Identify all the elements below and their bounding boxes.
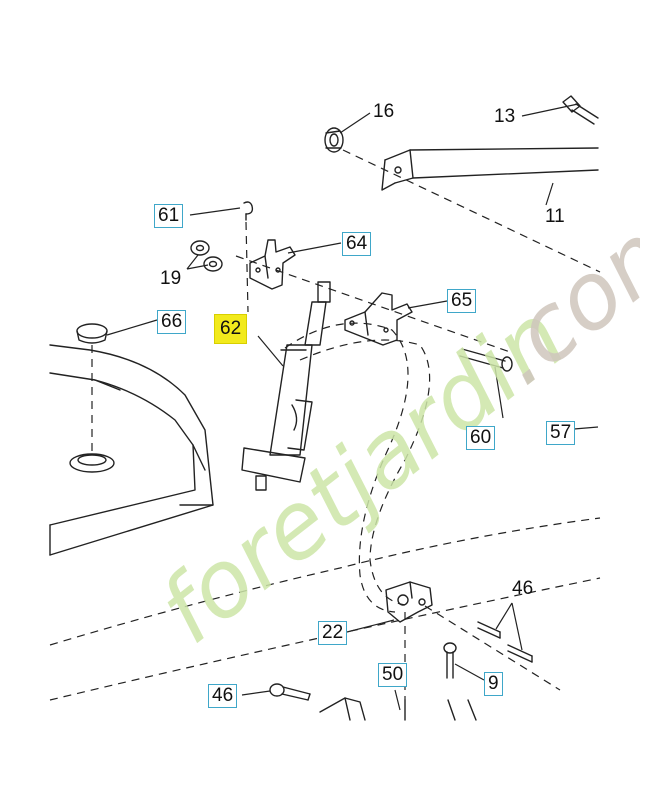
bolt-9: [443, 642, 457, 679]
label-61[interactable]: 61: [154, 204, 184, 228]
nuts-19: [190, 240, 223, 272]
label-57[interactable]: 57: [546, 421, 576, 445]
plug-66: [76, 323, 108, 344]
label-46-right: 46: [512, 578, 534, 599]
bolt-46-left: [269, 683, 311, 701]
label-65[interactable]: 65: [447, 289, 477, 313]
bolt-16: [324, 127, 344, 153]
arm-11: [381, 147, 599, 191]
label-13: 13: [494, 106, 516, 127]
bracket-65: [344, 292, 413, 346]
clamp-22: [385, 581, 433, 623]
bracket-64: [249, 239, 296, 290]
label-46-left[interactable]: 46: [208, 684, 238, 708]
bracket-bottom: [319, 697, 477, 721]
label-62-highlighted[interactable]: 62: [214, 314, 248, 344]
label-64[interactable]: 64: [342, 232, 372, 256]
actuator-62: [241, 281, 331, 491]
label-19: 19: [160, 268, 182, 289]
dashed-lines: [49, 149, 601, 701]
label-60[interactable]: 60: [466, 426, 496, 450]
deck-cover: [49, 344, 214, 556]
label-9[interactable]: 9: [484, 672, 503, 696]
leader-lines: [106, 103, 599, 711]
label-16: 16: [373, 101, 395, 122]
pin-61: [243, 201, 254, 221]
bolt-60: [459, 348, 513, 372]
label-11: 11: [545, 206, 565, 227]
label-22[interactable]: 22: [318, 621, 348, 645]
bolt-13: [562, 95, 599, 125]
label-66[interactable]: 66: [157, 310, 187, 334]
label-50[interactable]: 50: [378, 663, 408, 687]
bolts-46-right: [477, 621, 533, 663]
